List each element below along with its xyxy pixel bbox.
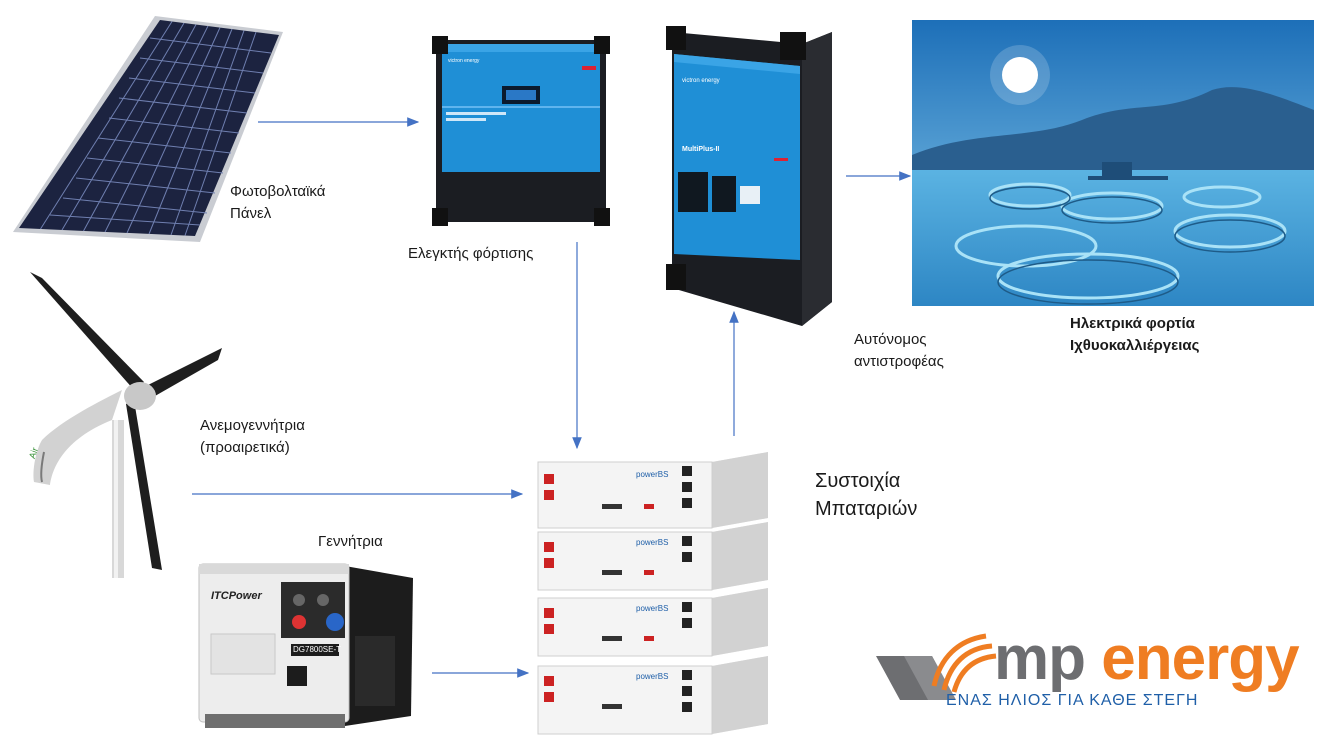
battery-stack-image: powerBS powerBS powerBS powerBS	[532, 448, 780, 736]
solar-panel-image	[5, 10, 295, 250]
logo-mark-icon	[876, 633, 997, 700]
wind-label-line2: (προαιρετικά)	[200, 439, 290, 456]
battery-module-1	[537, 452, 768, 529]
battery-label-line2: Μπαταριών	[815, 498, 918, 520]
mp-energy-logo: mp energy ΕΝΑΣ ΗΛΙΟΣ ΓΙΑ ΚΑΘΕ ΣΤΕΓΗ	[874, 624, 1300, 720]
battery-module-3	[537, 588, 768, 657]
controller-brand: victron energy	[448, 58, 480, 64]
battery-brand-4: powerBS	[636, 672, 669, 681]
battery-label: Συστοιχία Μπαταριών	[815, 467, 917, 523]
generator-image: ITCPower DG7800SE-T	[195, 556, 420, 731]
charge-controller-label: Ελεγκτής φόρτισης	[408, 245, 534, 262]
inverter-label-line1: Αυτόνομος	[854, 331, 927, 348]
inverter-label-line2: αντιστροφέας	[854, 353, 944, 370]
battery-brand-1: powerBS	[636, 470, 669, 479]
inverter-brand: victron energy	[682, 78, 720, 84]
generator-label: Γεννήτρια	[318, 533, 383, 550]
wind-turbine-image: Air	[22, 270, 232, 580]
battery-brand-2: powerBS	[636, 538, 669, 547]
loads-label-line1: Ηλεκτρικά φορτία	[1070, 315, 1195, 332]
pv-panel-label-line1: Φωτοβολταϊκά	[230, 183, 326, 200]
inverter-model: MultiPlus-II	[682, 146, 720, 153]
battery-module-2	[537, 522, 768, 591]
charge-controller-image: victron energy	[432, 36, 610, 226]
logo-name: mp energy	[994, 624, 1300, 693]
battery-brand-3: powerBS	[636, 604, 669, 613]
inverter-image: victron energy MultiPlus-II	[664, 26, 842, 328]
loads-label: Ηλεκτρικά φορτία Ιχθυοκαλλιέργειας	[1070, 313, 1199, 357]
battery-label-line1: Συστοιχία	[815, 470, 901, 492]
pv-panel-label: Φωτοβολταϊκά Πάνελ	[230, 181, 325, 225]
wind-label: Ανεμογεννήτρια (προαιρετικά)	[200, 415, 305, 459]
battery-module-4	[537, 656, 768, 735]
loads-label-line2: Ιχθυοκαλλιέργειας	[1070, 337, 1200, 354]
pv-panel-label-line2: Πάνελ	[230, 205, 272, 222]
inverter-label: Αυτόνομος αντιστροφέας	[854, 329, 944, 373]
logo-tagline: ΕΝΑΣ ΗΛΙΟΣ ΓΙΑ ΚΑΘΕ ΣΤΕΓΗ	[946, 692, 1199, 709]
wind-label-line1: Ανεμογεννήτρια	[200, 417, 305, 434]
generator-brand: ITCPower	[211, 590, 262, 602]
fish-farm-image	[912, 20, 1314, 306]
generator-model: DG7800SE-T	[293, 645, 342, 654]
